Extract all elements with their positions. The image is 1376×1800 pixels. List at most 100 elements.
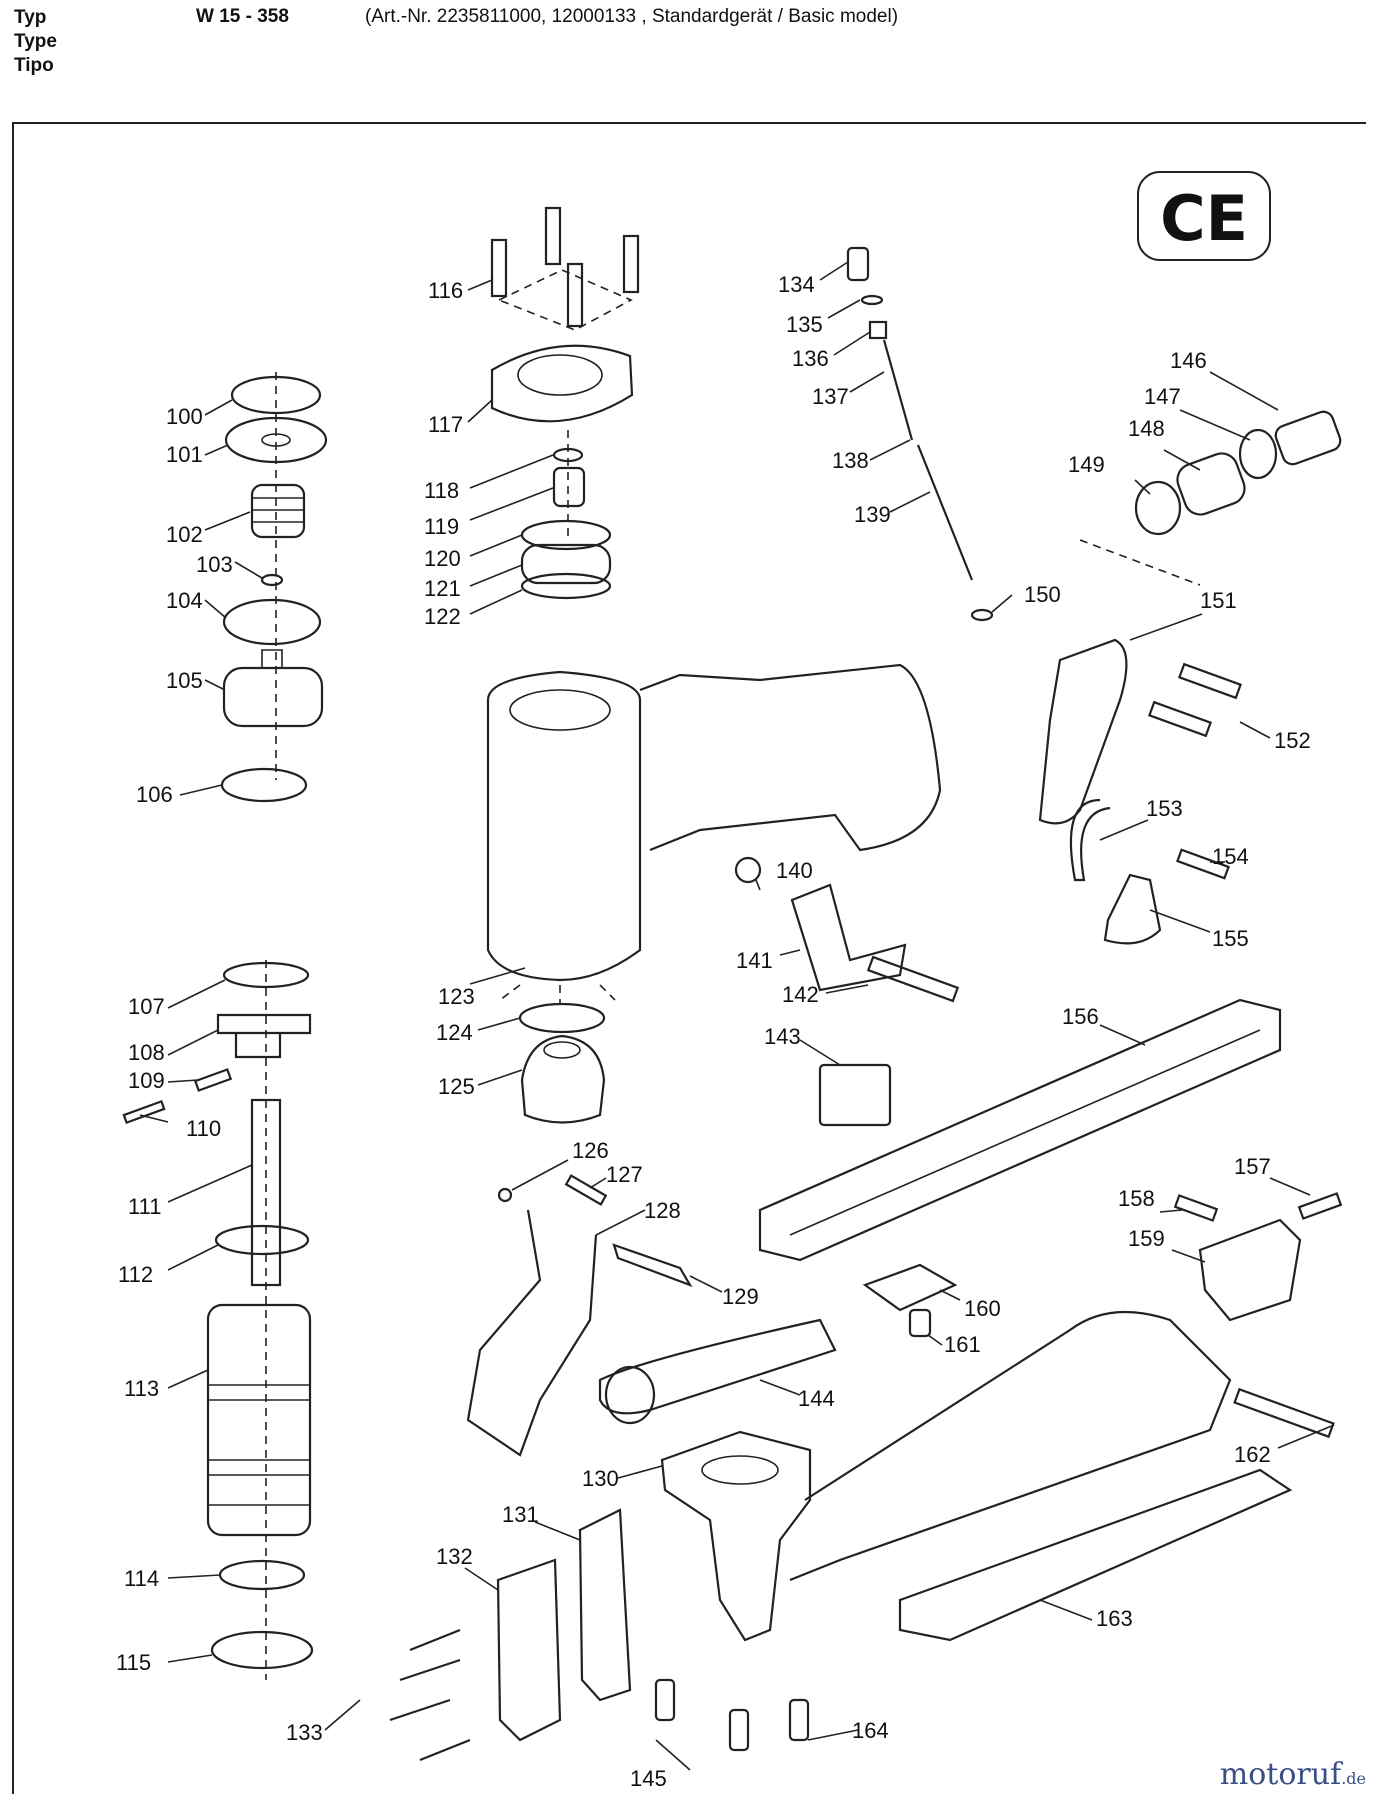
valve-parts [846,246,994,622]
bolt-116a [490,238,508,298]
part-135-shape [860,294,884,306]
label-127: 127 [606,1162,643,1187]
part-152a-shape [1178,662,1242,700]
watermark-suffix: .de [1341,1769,1366,1788]
label-112: 112 [118,1262,153,1287]
label-163: 163 [1096,1606,1133,1631]
label-107: 107 [128,994,165,1019]
part-124-shape [518,1002,606,1034]
label-146: 146 [1170,348,1207,373]
part-147-shape [1238,428,1278,480]
label-137: 137 [812,384,849,409]
part-161-shape [908,1308,932,1338]
label-123: 123 [438,984,475,1009]
part-labels: 100 101 102 103 104 105 106 107 108 109 … [116,272,1311,1791]
label-161: 161 [944,1332,981,1357]
label-120: 120 [424,546,461,571]
part-137-shape [882,339,914,441]
label-130: 130 [582,1466,619,1491]
ce-mark: CE [1137,171,1271,261]
label-113: 113 [124,1376,159,1401]
part-125-shape [520,1034,606,1124]
label-134: 134 [778,272,815,297]
label-115: 115 [116,1650,151,1675]
part-102-shape [250,483,306,539]
label-156: 156 [1062,1004,1099,1029]
part-140-shape [734,856,762,884]
part-117-shape [490,344,634,423]
label-133: 133 [286,1720,323,1745]
label-125: 125 [438,1074,475,1099]
part-142-shape [866,955,960,1003]
part-149-shape [1134,480,1182,536]
part-131-shape [578,1508,632,1702]
part-101-shape [224,416,328,464]
part-108-shape [216,1013,312,1059]
label-148: 148 [1128,416,1165,441]
article-number: (Art.-Nr. 2235811000, 12000133 , Standar… [365,6,899,27]
part-129-shape [612,1243,693,1288]
part-155-shape [1103,873,1162,945]
part-153-shape [1069,798,1111,882]
part-128-shape [466,1209,598,1457]
part-150-shape [970,608,994,622]
part-103-shape [260,573,284,587]
part-158-shape [1173,1194,1219,1222]
type-label-it: Tipo [14,55,54,76]
driver-guide-parts [466,1174,693,1457]
part-121-shape [520,543,612,585]
label-142: 142 [782,982,819,1007]
bolt-116c [566,262,584,328]
part-113-shape [206,1303,312,1537]
part-162-shape [1233,1387,1335,1439]
part-160-shape [862,1263,958,1312]
label-162: 162 [1234,1442,1271,1467]
part-163-shape [898,1468,1293,1642]
label-103: 103 [196,552,233,577]
label-144: 144 [798,1386,835,1411]
part-154-shape [1176,848,1230,880]
type-label-de: Typ [14,7,47,28]
watermark-logo: motoruf.de [1220,1757,1366,1792]
label-119: 119 [424,514,459,539]
part-114-shape [218,1559,306,1591]
label-135: 135 [786,312,823,337]
part-157-shape [1297,1192,1343,1220]
ce-mark-text: CE [1160,182,1248,255]
label-147: 147 [1144,384,1181,409]
label-159: 159 [1128,1226,1165,1251]
label-158: 158 [1118,1186,1155,1211]
bracket-parts [1038,638,1242,945]
cap-assembly [490,206,640,600]
part-151-shape [1038,638,1128,825]
fitting-parts [1079,410,1342,586]
model-number: W 15 - 358 [196,6,289,27]
part-145a-shape [654,1678,676,1722]
label-149: 149 [1068,452,1105,477]
part-130-shape [660,1430,812,1642]
label-164: 164 [852,1718,889,1743]
part-112-shape [214,1224,310,1256]
label-105: 105 [166,668,203,693]
label-128: 128 [644,1198,681,1223]
label-114: 114 [124,1566,159,1591]
part-146-shape [1274,410,1342,466]
label-155: 155 [1212,926,1249,951]
label-140: 140 [776,858,813,883]
label-106: 106 [136,782,173,807]
bolt-116b [544,206,562,266]
diagram-frame [12,122,1366,1794]
left-column-parts [122,372,328,1680]
label-110: 110 [186,1116,221,1141]
label-122: 122 [424,604,461,629]
part-144-shape [598,1318,837,1415]
part-109-shape [193,1068,233,1092]
part-104-shape [222,598,322,646]
part-145b-shape [728,1708,750,1752]
label-102: 102 [166,522,203,547]
part-136-shape [868,320,888,340]
label-101: 101 [166,442,203,467]
label-150: 150 [1024,582,1061,607]
label-139: 139 [854,502,891,527]
magazine-parts [758,998,1343,1439]
